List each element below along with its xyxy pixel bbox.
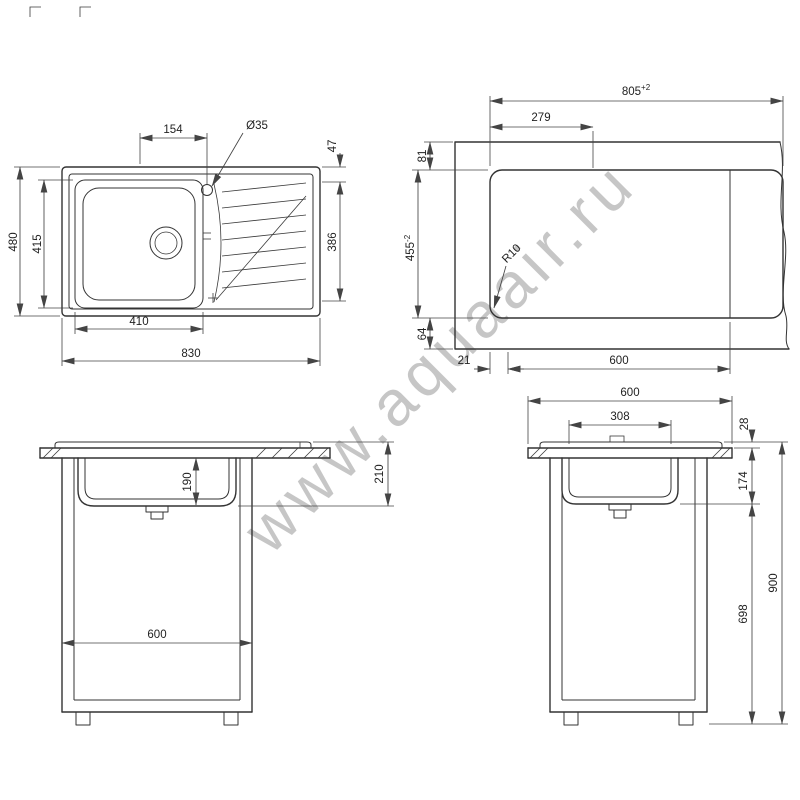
dim-label: 480	[8, 232, 20, 251]
dim-label: 415	[32, 234, 44, 253]
dim-label: 81	[417, 150, 429, 163]
hatching	[42, 447, 329, 459]
dim-base-height: 698	[709, 503, 788, 725]
break-line	[779, 141, 790, 350]
drain-fitting	[145, 505, 169, 520]
cabinet-feet	[563, 712, 694, 726]
dim-cabinet-width: 600	[61, 629, 253, 647]
dim-label: 154	[163, 124, 183, 136]
countertop-section	[527, 447, 733, 459]
drain-hole	[149, 226, 183, 260]
dim-label: 28	[739, 418, 751, 431]
dim-label: 805+2	[622, 83, 651, 98]
dim-board-depth: 386	[322, 181, 346, 302]
hatching	[529, 447, 731, 459]
dim-label: 21	[458, 355, 471, 367]
cabinet-feet	[75, 712, 239, 726]
dim-front-gap: 81	[412, 141, 488, 171]
dim-cutout-depth: 455-2	[403, 169, 488, 319]
front-section-view: 190 210 600	[39, 441, 394, 726]
tap-hole-alt-cross	[208, 293, 218, 303]
countertop-outline	[454, 141, 790, 350]
dim-label: 190	[182, 472, 194, 491]
dim-tap-diameter: Ø35	[211, 120, 268, 187]
dim-cutout-width: 805+2	[489, 83, 784, 166]
dim-label: 210	[374, 464, 386, 483]
bowl-section	[77, 457, 237, 520]
dim-bowl-inner-width: 308	[568, 411, 672, 444]
dim-label: 698	[738, 604, 750, 623]
dim-label: 279	[531, 112, 550, 124]
dim-label: 64	[417, 327, 429, 340]
dim-label: 600	[620, 387, 639, 399]
cabinet-section	[61, 457, 253, 726]
dim-label: 308	[610, 411, 629, 423]
side-section-view: 600 308 28 174 698 900	[527, 387, 788, 726]
dim-depth-overall: 480	[8, 166, 60, 317]
dim-label: 410	[129, 316, 148, 328]
cabinet-section	[549, 457, 708, 726]
dim-bowl-inner-depth: 190	[182, 457, 200, 506]
cutout-opening	[489, 169, 784, 319]
dim-label: 600	[609, 355, 628, 367]
dim-tap-offset: 154	[139, 124, 208, 184]
tap-hole-section	[609, 435, 625, 443]
dim-label: 174	[738, 471, 750, 491]
dim-label: 455-2	[403, 234, 417, 261]
sink-rim-profile	[54, 441, 312, 448]
sink-outline	[61, 166, 321, 317]
dim-label: 900	[768, 573, 780, 592]
sink-rim-profile	[539, 435, 723, 448]
tap-hole	[201, 184, 213, 196]
dim-bowl-total-depth: 210	[238, 441, 394, 507]
dim-label: 47	[327, 140, 339, 153]
corner-marks	[29, 6, 91, 17]
dim-label: 600	[147, 629, 166, 641]
dim-rim-height: 28	[724, 418, 788, 449]
dim-board-top: 47	[322, 140, 346, 183]
dim-bowl-width: 410	[74, 312, 204, 334]
drain-hole-inner	[154, 231, 178, 255]
dim-label: Ø35	[246, 120, 268, 132]
drain-fitting	[608, 503, 632, 519]
dim-bowl-depth: 174	[680, 447, 760, 505]
bowl-section	[561, 457, 679, 519]
dim-width-overall: 830	[61, 318, 321, 366]
countertop-section	[39, 447, 331, 459]
dim-bowl-depth: 415	[32, 179, 73, 309]
dim-back-gap: 64	[417, 317, 453, 350]
dim-label: 386	[327, 232, 339, 251]
dim-total-height: 900	[768, 441, 786, 725]
dim-label: 830	[181, 348, 200, 360]
dim-ref-left: 279	[489, 112, 594, 168]
dim-counter-depth: 600	[527, 387, 733, 444]
sink-bowl	[74, 179, 211, 309]
drainboard-ridges	[213, 182, 307, 303]
dim-cabinet-width: 600	[507, 322, 731, 374]
sink-top-view: 154 Ø35 47 480 415 386	[8, 120, 346, 366]
